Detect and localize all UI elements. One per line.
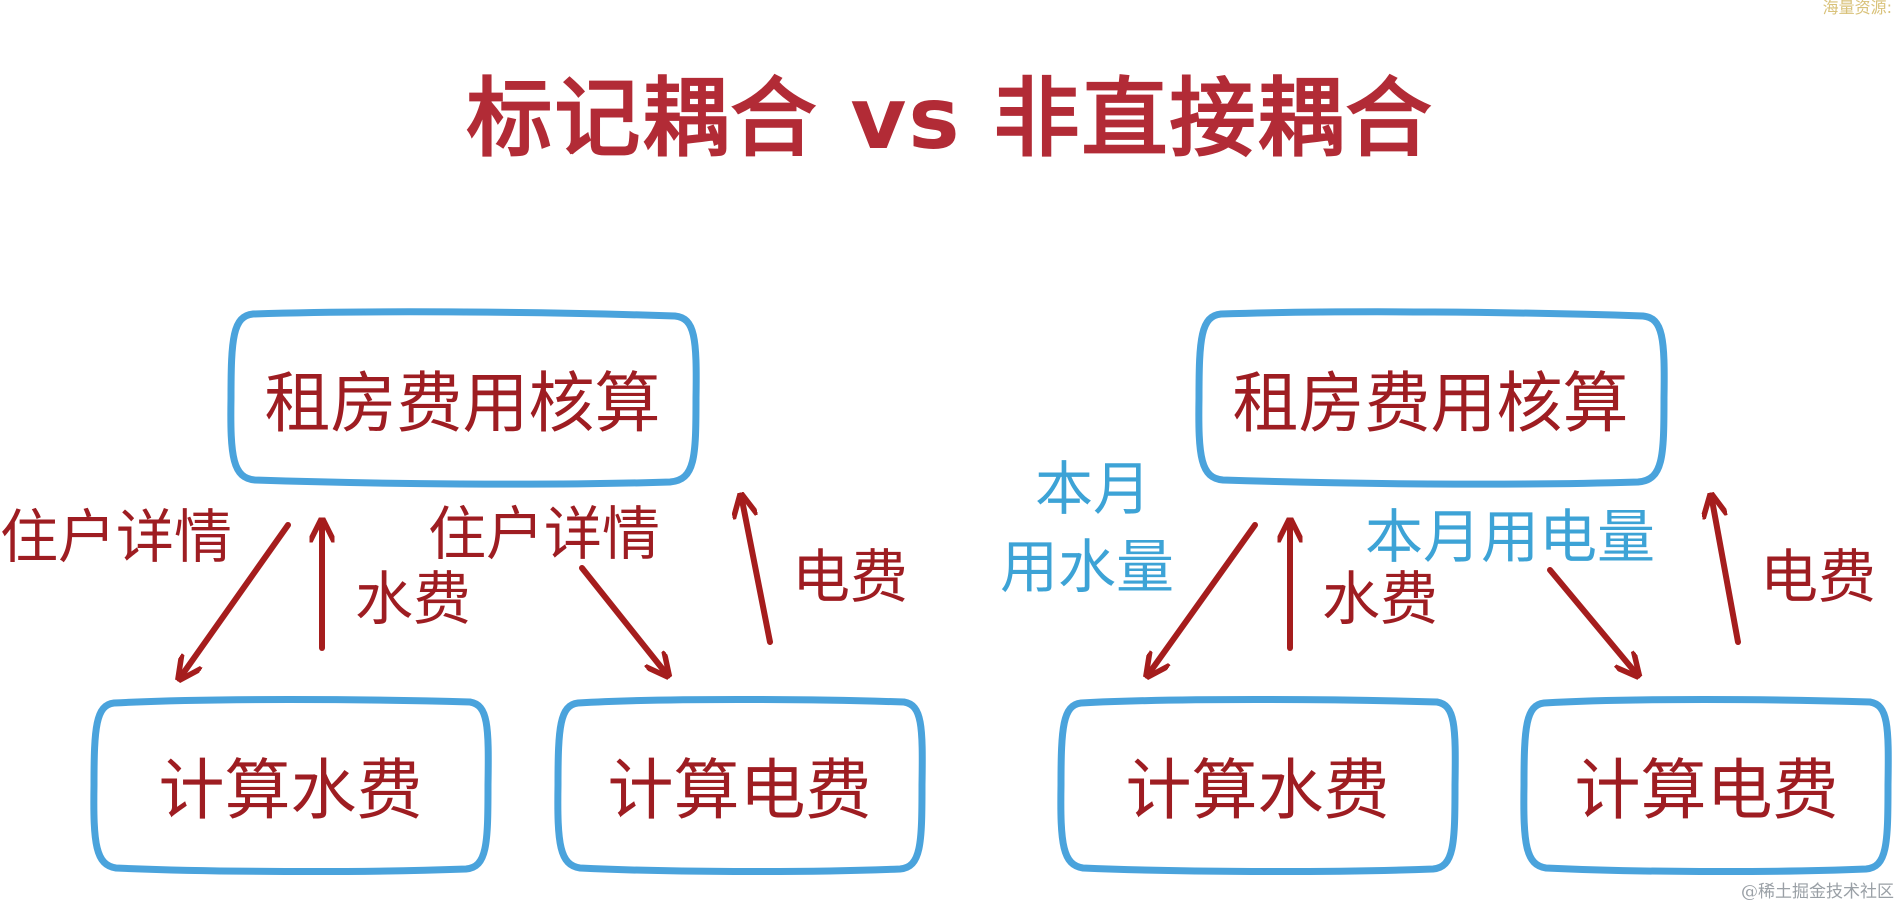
left-label-up-right: 电费 [792, 543, 909, 611]
left-label-up-left: 水费 [355, 565, 472, 633]
right-bottom-right-box: 计算电费 [1518, 695, 1895, 876]
watermark: @稀土掘金技术社区 [1741, 882, 1894, 902]
right-arrow-down-left [1150, 522, 1258, 672]
left-bottom-right-box-frame [554, 696, 926, 876]
page-title: 标记耦合 vs 非直接耦合 [466, 69, 1434, 169]
left-label-down-left: 住户详情 [0, 503, 233, 571]
right-arrow-up-right [1712, 500, 1741, 645]
left-bottom-right-box: 计算电费 [552, 695, 927, 876]
right-bottom-left-box-frame [1057, 696, 1459, 876]
right-label-down-right: 本月用电量 [1365, 503, 1656, 571]
left-arrow-down-left [182, 522, 291, 675]
left-arrow-down-right [579, 565, 665, 672]
left-top-box-label: 租房费用核算 [264, 365, 661, 442]
right-label-down-left-line2: 用水量 [1000, 533, 1175, 601]
right-label-up-left: 水费 [1322, 565, 1439, 633]
left-top-box-frame [227, 308, 700, 488]
left-bottom-left-box-frame [90, 696, 492, 876]
left-arrow-up-right [742, 500, 773, 645]
right-arrow-down-right [1547, 567, 1635, 672]
right-label-up-right: 电费 [1760, 543, 1877, 611]
right-bottom-right-box-frame [1520, 696, 1892, 876]
left-bottom-left-box: 计算水费 [88, 695, 493, 876]
left-label-down-right: 住户详情 [428, 500, 661, 568]
corner-watermark: 海量资源: [1822, 0, 1892, 17]
right-top-box-label: 租房费用核算 [1232, 365, 1629, 442]
left-bottom-left-box-label: 计算水费 [158, 752, 423, 829]
right-bottom-right-box-label: 计算电费 [1574, 752, 1839, 829]
right-top-box-frame [1195, 308, 1668, 488]
left-top-box: 租房费用核算 [225, 308, 700, 488]
right-label-down-left-line1: 本月 [1035, 455, 1152, 523]
left-bottom-right-box-label: 计算电费 [607, 752, 872, 829]
right-top-box: 租房费用核算 [1193, 308, 1668, 488]
right-bottom-left-box-label: 计算水费 [1125, 752, 1390, 829]
right-bottom-left-box: 计算水费 [1055, 695, 1460, 876]
